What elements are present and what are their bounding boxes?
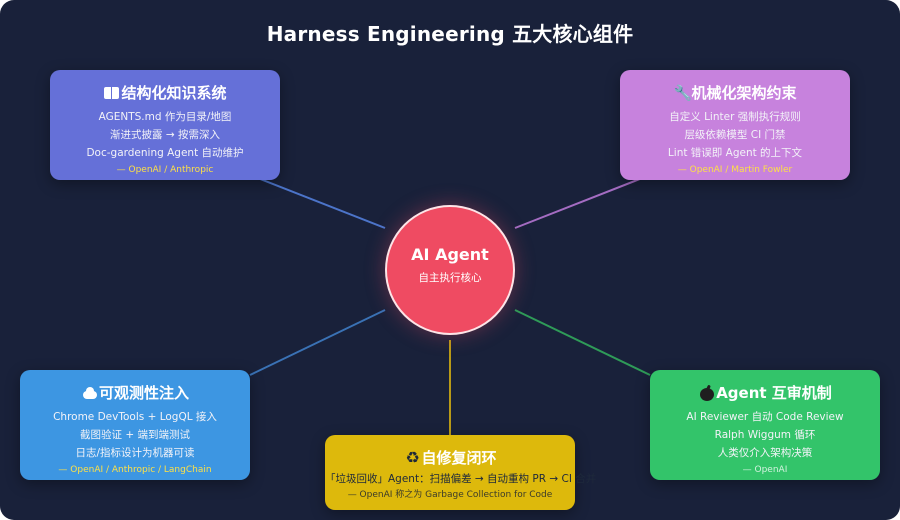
card-self-repair-loop: ♻ 自修复闭环 「垃圾回收」Agent：扫描偏差 → 自动重构 PR → CI … <box>325 435 597 510</box>
card-source: — OpenAI 称之为 Garbage Collection for Code <box>347 490 553 500</box>
card-line: Ralph Wiggum 循环 <box>714 429 816 441</box>
card-line: 截图验证 + 端到端测试 <box>80 429 190 441</box>
card-line: 「垃圾回收」Agent：扫描偏差 → 自动重构 PR → CI 合并 <box>325 473 597 485</box>
diagram-title: Harness Engineering 五大核心组件 <box>266 22 634 46</box>
recycle-icon: ♻ <box>405 447 420 467</box>
card-line: 自定义 Linter 强制执行规则 <box>669 111 801 123</box>
card-line: 人类仅介入架构决策 <box>717 447 813 459</box>
card-knowledge-system: 结构化知识系统 AGENTS.md 作为目录/地图 渐进式披露 → 按需深入 D… <box>50 70 280 180</box>
card-source: — OpenAI / Anthropic <box>116 165 214 175</box>
connector-mechanical <box>514 174 651 229</box>
card-line: 日志/指标设计为机器可读 <box>75 447 195 459</box>
connector-observability <box>249 309 386 376</box>
cloud-icon <box>81 385 99 401</box>
card-line: AGENTS.md 作为目录/地图 <box>98 111 232 123</box>
card-line: 渐进式披露 → 按需深入 <box>110 129 220 141</box>
card-title: 机械化架构约束 <box>691 84 797 102</box>
apple-icon <box>698 385 716 401</box>
card-title: 可观测性注入 <box>98 384 189 402</box>
card-title: 自修复闭环 <box>421 449 497 467</box>
card-title: 结构化知识系统 <box>121 84 227 102</box>
card-mechanical-constraints: 🔧 机械化架构约束 自定义 Linter 强制执行规则 层级依赖模型 CI 门禁… <box>620 70 850 180</box>
hub-subtitle: 自主执行核心 <box>418 272 482 284</box>
card-line: Lint 错误即 Agent 的上下文 <box>667 147 803 159</box>
book-icon <box>103 85 121 101</box>
card-source: — OpenAI <box>742 465 788 475</box>
connector-review <box>514 309 651 376</box>
card-observability: 可观测性注入 Chrome DevTools + LogQL 接入 截图验证 +… <box>20 370 250 480</box>
card-source: — OpenAI / Martin Fowler <box>677 165 793 175</box>
card-agent-review: Agent 互审机制 AI Reviewer 自动 Code Review Ra… <box>650 370 880 480</box>
card-line: AI Reviewer 自动 Code Review <box>686 411 844 423</box>
card-source: — OpenAI / Anthropic / LangChain <box>58 465 212 475</box>
card-line: Chrome DevTools + LogQL 接入 <box>53 411 217 423</box>
card-line: Doc-gardening Agent 自动维护 <box>86 147 244 159</box>
wrench-icon: 🔧 <box>673 83 693 102</box>
connector-knowledge <box>249 174 386 229</box>
hub-title: AI Agent <box>411 245 489 264</box>
card-title: Agent 互审机制 <box>716 384 832 402</box>
card-line: 层级依赖模型 CI 门禁 <box>684 129 786 141</box>
ai-agent-hub: AI Agent 自主执行核心 <box>385 205 515 335</box>
